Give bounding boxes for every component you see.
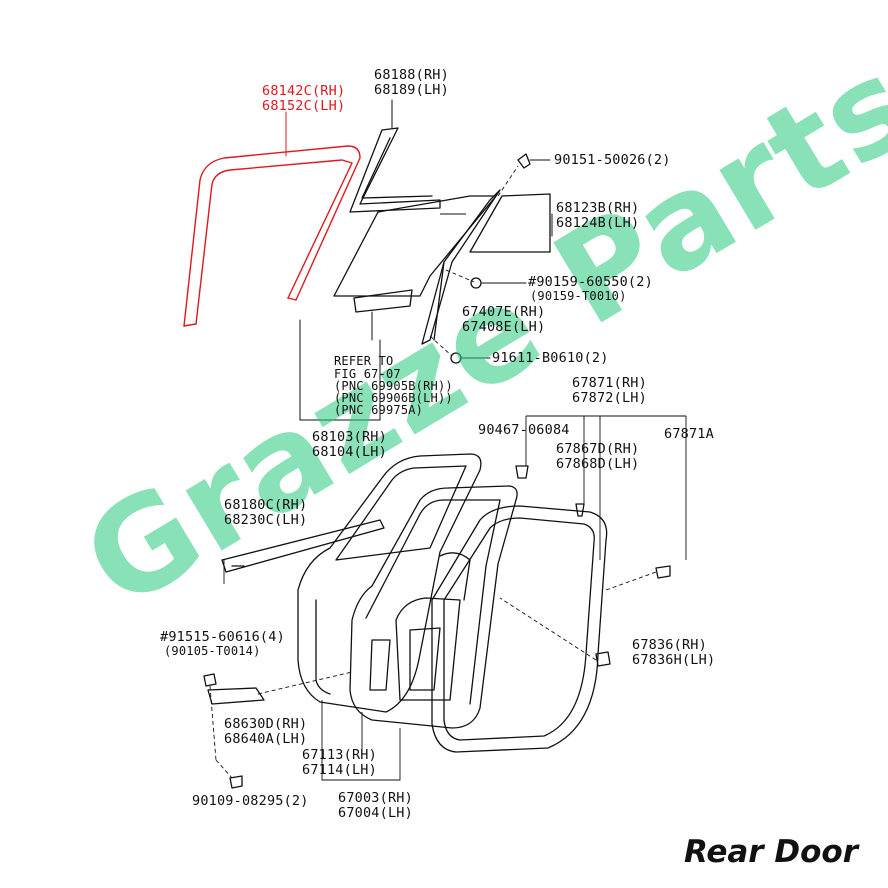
label-bolt-d: 90109-08295(2) bbox=[192, 793, 309, 809]
label-door-glass-lh: 68104(LH) bbox=[312, 444, 387, 460]
quarter-glass bbox=[469, 193, 553, 253]
belt-moulding bbox=[221, 519, 385, 573]
label-quarter-seal-rh: 68188(RH) bbox=[374, 67, 449, 83]
label-door-rh: 67003(RH) bbox=[338, 790, 413, 806]
fasteners bbox=[203, 153, 671, 789]
label-quarter-seal-lh: 68189(LH) bbox=[374, 82, 449, 98]
label-refer-4: (PNC 69906B(LH)) bbox=[334, 391, 453, 405]
label-door-lh: 67004(LH) bbox=[338, 805, 413, 821]
label-glass-run-lh: 68152C(LH) bbox=[262, 98, 346, 114]
label-weatherstrip-b: 67871A bbox=[664, 426, 714, 442]
label-door-glass-rh: 68103(RH) bbox=[312, 429, 387, 445]
glass-run-channel bbox=[183, 111, 361, 327]
label-weatherstrip-lh: 67872(LH) bbox=[572, 390, 647, 406]
label-bolt-a-alt: (90159-T0010) bbox=[530, 289, 627, 303]
door-weatherstrip bbox=[431, 505, 608, 753]
label-weatherstrip-rh: 67871(RH) bbox=[572, 375, 647, 391]
label-check-rh: 68630D(RH) bbox=[224, 716, 308, 732]
diagram-caption: Rear Door bbox=[684, 834, 858, 870]
label-quarter-glass-lh: 68124B(LH) bbox=[556, 215, 640, 231]
door-glass bbox=[299, 195, 497, 421]
label-bolt-b: 91611-B0610(2) bbox=[492, 350, 609, 366]
label-clip-a: 90467-06084 bbox=[478, 422, 570, 438]
door-inner-frame bbox=[349, 485, 518, 729]
label-clip-b-lh: 67868D(LH) bbox=[556, 456, 640, 472]
label-panel-lh: 67114(LH) bbox=[302, 762, 377, 778]
label-panel-rh: 67113(RH) bbox=[302, 747, 377, 763]
label-check-lh: 68640A(LH) bbox=[224, 731, 308, 747]
label-quarter-glass-rh: 68123B(RH) bbox=[556, 200, 640, 216]
label-division-bar-lh: 67408E(LH) bbox=[462, 319, 546, 335]
label-refer-1: REFER TO bbox=[334, 354, 394, 368]
label-bolt-a: #90159-60550(2) bbox=[528, 274, 653, 290]
door-outer-panel bbox=[297, 453, 482, 713]
quarter-seal bbox=[349, 99, 441, 213]
label-screw-a: 90151-50026(2) bbox=[554, 152, 671, 168]
label-refer-5: (PNC 69975A) bbox=[334, 403, 424, 417]
label-belt-moulding-rh: 68180C(RH) bbox=[224, 497, 308, 513]
label-grommet-lh: 67836H(LH) bbox=[632, 652, 716, 668]
label-division-bar-rh: 67407E(RH) bbox=[462, 304, 546, 320]
label-grommet-rh: 67836(RH) bbox=[632, 637, 707, 653]
label-glass-run-rh: 68142C(RH) bbox=[262, 83, 346, 99]
division-bar bbox=[421, 189, 501, 345]
label-clip-b-rh: 67867D(RH) bbox=[556, 441, 640, 457]
label-bolt-c-alt: (90105-T0014) bbox=[164, 644, 261, 658]
label-bolt-c: #91515-60616(4) bbox=[160, 629, 285, 645]
label-refer-3: (PNC 69905B(RH)) bbox=[334, 379, 453, 393]
label-refer-2: FIG 67-07 bbox=[334, 367, 401, 381]
label-belt-moulding-lh: 68230C(LH) bbox=[224, 512, 308, 528]
